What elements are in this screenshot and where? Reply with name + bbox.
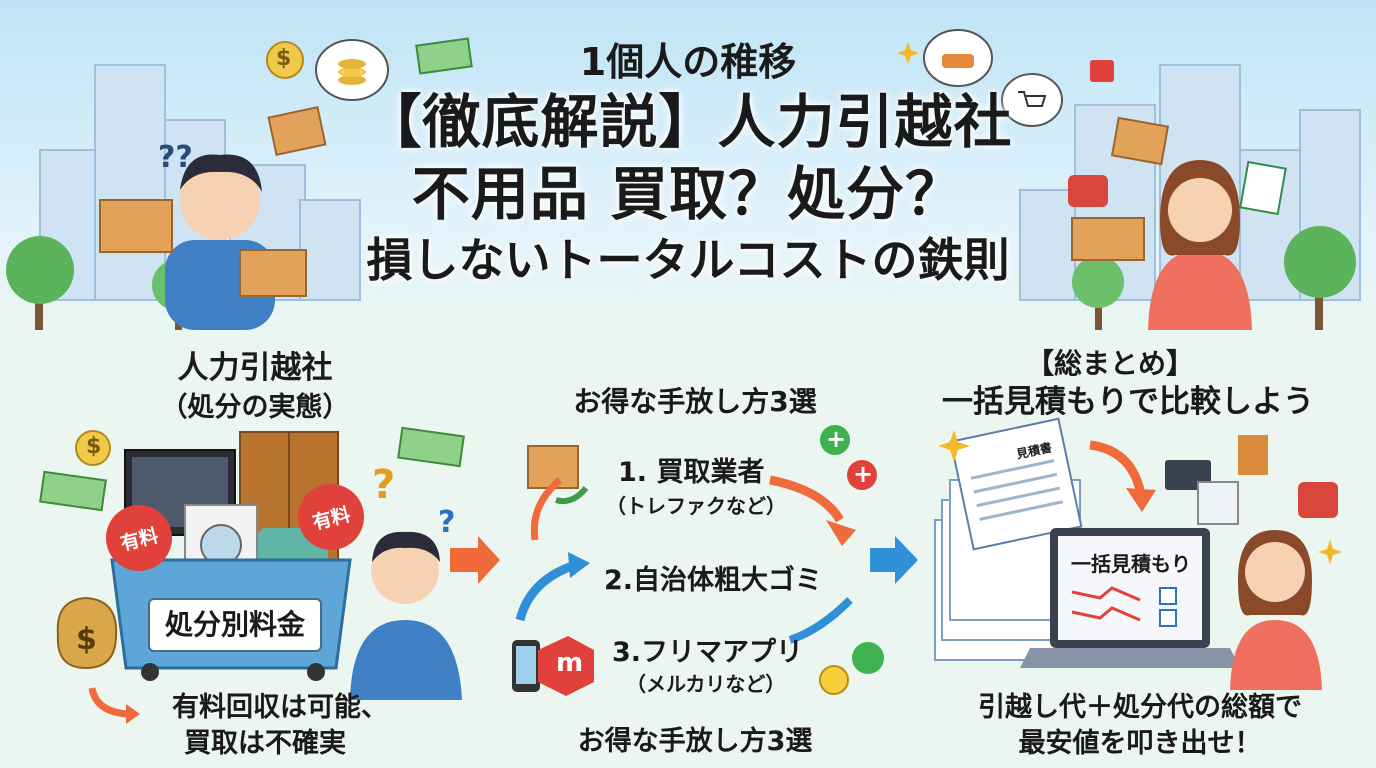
document-check-icon <box>1239 160 1287 216</box>
shopping-bag-icon <box>1090 60 1114 82</box>
title-block: 1個人の稚移 【徹底解説】人力引越社 不用品 買取？処分？ 損しないトータルコス… <box>300 38 1076 290</box>
title-line-3: 損しないトータルコストの鉄則 <box>366 233 1010 287</box>
disposal-fee-sign: 処分別料金 <box>148 598 322 652</box>
smartphone-icon <box>512 640 540 692</box>
flea-market-app-letter: m <box>556 648 584 678</box>
orange-arrow-icon <box>1089 440 1156 512</box>
option-3-label: 3.フリマアプリ <box>612 637 804 668</box>
right-heading-line-1: 【総まとめ】 <box>1025 347 1194 380</box>
banknote-icon <box>39 426 465 512</box>
sparkle-icon <box>897 42 1342 564</box>
left-caption-line-1: 有料回収は可能、 <box>172 692 388 723</box>
cart-bubble-icon <box>1001 73 1063 127</box>
question-mark-icon: ?? <box>158 140 193 175</box>
smiley-icon <box>819 665 849 695</box>
question-mark-icon: ? <box>438 505 456 540</box>
confused-man-illustration <box>99 154 307 330</box>
plus-icon: + <box>826 425 847 453</box>
title-line-1: 【徹底解説】人力引越社 <box>363 88 1013 156</box>
right-arrow-icon <box>450 536 918 584</box>
sofa-bubble-icon <box>923 29 993 87</box>
blue-arrow-icon <box>515 552 853 644</box>
curved-arrow-icon <box>88 687 140 724</box>
middle-heading: お得な手放し方3選 <box>573 385 817 418</box>
dollar-coin-icon: $ <box>86 434 102 459</box>
happy-woman-illustration <box>1071 160 1252 330</box>
celebrating-woman-illustration <box>1230 530 1322 690</box>
armchair-icon <box>1068 175 1108 207</box>
flea-market-app-icon <box>538 636 594 696</box>
laptop-illustration <box>1020 528 1240 668</box>
middle-footer: お得な手放し方3選 <box>577 726 813 757</box>
dollar-coin-icon <box>266 41 304 79</box>
coins-bubble-icon <box>315 39 389 101</box>
orange-arrow-icon <box>530 475 856 546</box>
question-mark-icon: ? <box>372 462 396 508</box>
dollar-sign-icon: $ <box>76 622 97 657</box>
money-bag-icon <box>56 596 118 670</box>
box-icon <box>267 106 1170 166</box>
left-caption-line-2: 買取は不確実 <box>184 728 346 759</box>
title-kicker: 1個人の稚移 <box>579 40 797 84</box>
plus-badge-icon <box>820 425 877 490</box>
right-heading-line-2: 一括見積もりで比較しよう <box>942 384 1314 420</box>
right-caption-line-2: 最安値を叩き出せ！ <box>1018 728 1262 759</box>
option-2-label: 2.自治体粗大ゴミ <box>604 565 823 596</box>
box-icon <box>527 445 579 489</box>
plus-icon: + <box>853 460 874 488</box>
worried-man-illustration <box>350 531 462 700</box>
option-1-label: 1. 買取業者 <box>618 457 765 488</box>
option-1-note: （トレファクなど） <box>606 494 786 518</box>
right-caption-line-1: 引越し代＋処分代の総額で <box>978 692 1302 723</box>
title-line-2: 不用品 買取？処分？ <box>411 160 965 228</box>
option-3-note: （メルカリなど） <box>626 672 786 696</box>
laptop-screen-label: 一括見積もり <box>1071 552 1191 576</box>
coin-icon <box>75 430 111 466</box>
banknote-icon <box>415 37 473 75</box>
green-arrow-icon <box>555 486 589 505</box>
thumbs-up-icon <box>852 642 884 674</box>
dollar-coin-icon: $ <box>276 46 292 71</box>
furniture-icons <box>1165 435 1338 525</box>
left-subheading: （処分の実態） <box>160 392 350 423</box>
left-heading: 人力引越社 <box>177 350 333 386</box>
